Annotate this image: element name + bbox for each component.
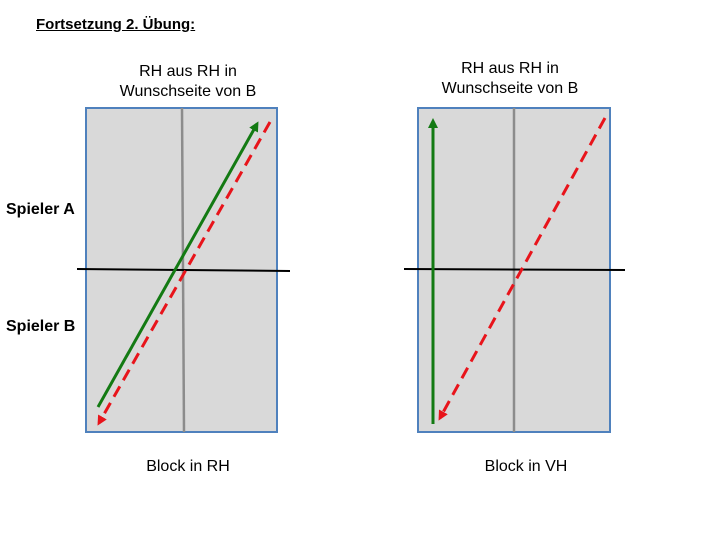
diagram-1-solid-arrow bbox=[96, 121, 259, 408]
player-b-label: Spieler B bbox=[6, 318, 76, 335]
diagram-1 bbox=[76, 107, 291, 433]
diagram-1-caption-top: RH aus RH in Wunschseite von B bbox=[78, 62, 298, 102]
diagram-2-caption-top: RH aus RH in Wunschseite von B bbox=[400, 59, 620, 99]
diagram-1-dashed-arrow bbox=[97, 121, 272, 426]
diagram-2-net bbox=[403, 268, 626, 271]
diagram-2-caption-line2: Wunschseite von B bbox=[441, 80, 579, 97]
diagram-2 bbox=[403, 107, 626, 433]
diagram-1-caption-line2: Wunschseite von B bbox=[119, 83, 257, 100]
diagram-2-caption-bottom: Block in VH bbox=[484, 458, 568, 475]
player-a-label: Spieler A bbox=[6, 201, 75, 218]
page-title: Fortsetzung 2. Übung: bbox=[36, 16, 196, 33]
diagram-2-caption-line1: RH aus RH in bbox=[461, 60, 559, 77]
diagram-1-net bbox=[76, 268, 291, 272]
diagram-1-caption-bottom: Block in RH bbox=[146, 458, 230, 475]
diagram-1-caption-line1: RH aus RH in bbox=[139, 63, 237, 80]
diagram-2-dashed-arrow bbox=[438, 117, 607, 421]
